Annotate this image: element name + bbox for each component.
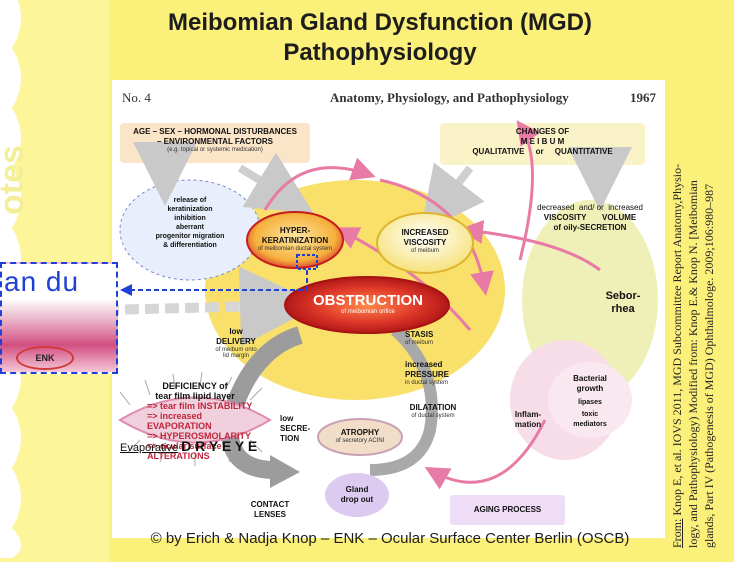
pink-arrow-5: [459, 219, 601, 272]
title-line-2: Pathophysiology: [283, 39, 477, 66]
pink-arrow-1: [263, 157, 376, 211]
zoom-source-box: [296, 254, 318, 270]
zoom-text: an du: [4, 266, 80, 297]
zoom-connector-head: [120, 284, 132, 296]
arrow-age-right: [237, 152, 314, 214]
figure-header: Anatomy, Physiology, and Pathophysiology: [330, 90, 569, 105]
node-age: AGE – SEX – HORMONAL DISTURBANCES– ENVIR…: [133, 127, 297, 153]
node-aging: AGING PROCESS: [473, 505, 542, 514]
node-stasis: STASIS of meibum: [405, 330, 434, 346]
zoom-inset: an du ENK: [0, 262, 118, 374]
node-evaporative: Evaporative D R Y E Y E: [120, 438, 258, 454]
viscosity-ellipse: [376, 212, 474, 274]
zoom-connector: [132, 270, 308, 291]
big-grey-loop-head: [270, 455, 300, 488]
pink-arrow-4: [334, 227, 472, 331]
node-seborrhea: Sebor-rhea: [605, 290, 641, 315]
right-grey-loop: [369, 325, 438, 476]
node-hyperkeratinization: HYPER-KERATINIZATION of meibomian ductal…: [257, 226, 333, 252]
node-decreased: decreased and/ or increased VISCOSITY VO…: [537, 203, 643, 232]
enk-badge: ENK: [16, 346, 74, 370]
obstruction-ellipse: [284, 276, 450, 334]
footer: © by Erich & Nadja Knop – ENK – Ocular S…: [150, 530, 630, 547]
arrow-to-obstruction: [104, 266, 320, 347]
hyper-ellipse: [246, 211, 344, 269]
gland-circle: [325, 473, 389, 517]
node-atrophy: ATROPHY of secretory ACINI: [335, 428, 385, 444]
node-inflammation: Inflam-mation: [514, 410, 542, 429]
slide-title: Meibomian Gland Dysfunction (MGD) Pathop…: [110, 8, 650, 68]
pink-arrow-6: [424, 419, 547, 490]
figure-year: 1967: [630, 90, 656, 105]
eyelashes: [119, 371, 263, 466]
node-dilatation: DILATATION of ductal system: [409, 403, 457, 419]
eye-shape: [118, 396, 272, 444]
citation-panel: From: Knop E, et al. IOVS 2011, MGD Subc…: [669, 48, 734, 548]
bacteria-circle: [548, 362, 632, 438]
node-obstruction: OBSTRUCTION of meibomian orifice: [313, 292, 423, 315]
arrow-changes-left: [420, 162, 485, 233]
contact-box: [240, 495, 300, 525]
aging-box: [450, 495, 565, 525]
figure-number: No. 4: [122, 90, 151, 105]
atrophy-ellipse: [317, 418, 403, 456]
citation-text: From: Knop E, et al. IOVS 2011, MGD Subc…: [670, 163, 716, 548]
title-line-1: Meibomian Gland Dysfunction (MGD): [168, 9, 592, 36]
